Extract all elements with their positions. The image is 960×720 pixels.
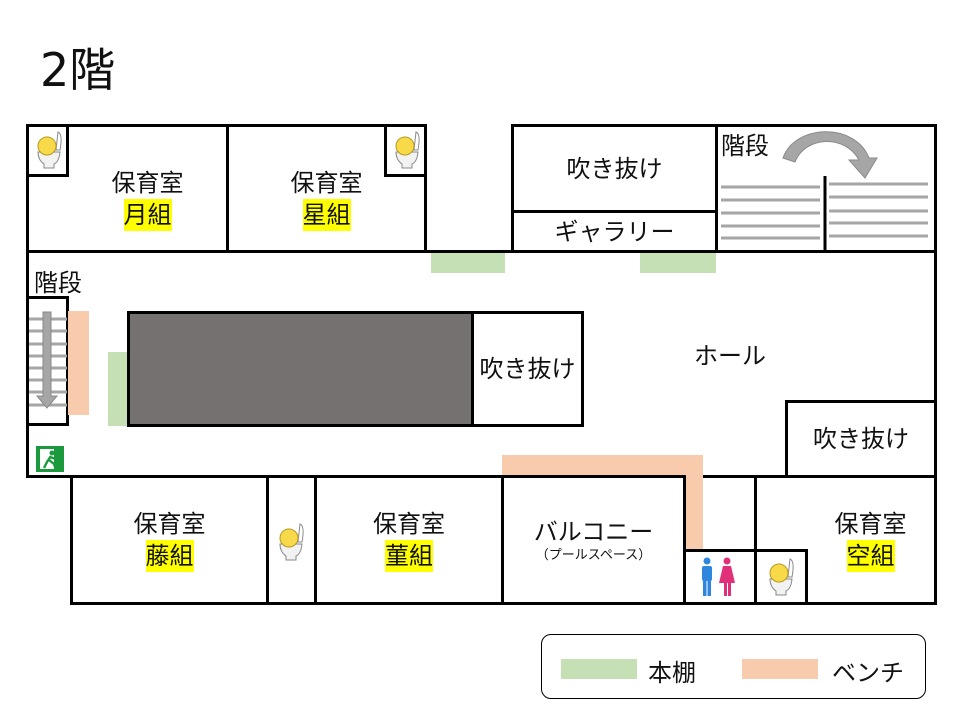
toilet-icon: [37, 131, 62, 169]
balcony[interactable]: バルコニー （プールスペース）: [501, 475, 686, 605]
stairs-left-label: 階段: [34, 269, 82, 297]
room-fuji[interactable]: 保育室 藤組: [70, 475, 269, 605]
room-group: 星組: [302, 198, 351, 231]
bench: [502, 455, 703, 476]
toilet-icon: [395, 131, 420, 169]
stairs-top-drawing: [721, 131, 928, 252]
legend: 本棚 ベンチ: [541, 634, 926, 699]
void-mid: 吹き抜け: [471, 311, 584, 427]
room-name: 保育室: [373, 510, 445, 538]
gallery-label: ギャラリー: [554, 217, 675, 246]
toilet-room: [26, 124, 69, 177]
legend-label-bench: ベンチ: [832, 659, 904, 687]
balcony-sublabel: （プールスペース）: [535, 548, 652, 563]
room-group: 菫組: [385, 540, 433, 572]
bookshelf: [640, 253, 716, 273]
room-hoshi[interactable]: 保育室 星組: [226, 124, 427, 253]
arrow-icon: [782, 131, 878, 179]
bookshelf: [108, 352, 129, 426]
legend-label-bookshelf: 本棚: [648, 659, 696, 687]
balcony-label: バルコニー: [533, 518, 654, 546]
toilet-icon: [279, 523, 304, 561]
room-name: 保育室: [290, 168, 363, 197]
room-sumire[interactable]: 保育室 菫組: [314, 475, 504, 605]
room-name: 保育室: [133, 510, 206, 538]
room-name: 保育室: [834, 510, 907, 538]
restroom-icon: [702, 557, 735, 596]
legend-swatch-bookshelf: [561, 659, 637, 679]
arrow-down-icon: [35, 311, 59, 409]
room-sora[interactable]: 保育室 空組: [754, 475, 937, 605]
void-right: 吹き抜け: [785, 400, 937, 478]
bench: [684, 455, 703, 551]
stairs-top-label: 階段: [721, 132, 769, 160]
void-top: 吹き抜け: [511, 124, 718, 213]
room-group: 空組: [846, 540, 895, 572]
hall-label: ホール: [694, 342, 766, 370]
void-label: 吹き抜け: [566, 154, 663, 183]
page-title: 2階: [40, 43, 116, 97]
bookshelf: [431, 253, 505, 273]
bench: [68, 311, 89, 415]
void-block: [127, 311, 474, 427]
room-name: 保育室: [111, 168, 184, 197]
legend-swatch-bench: [742, 659, 818, 679]
toilet-icon: [769, 558, 794, 596]
void-label: 吹き抜け: [479, 355, 576, 383]
gallery[interactable]: ギャラリー: [511, 210, 718, 253]
void-label: 吹き抜け: [813, 425, 909, 453]
room-group: 藤組: [145, 540, 194, 572]
stairs-left: [26, 296, 69, 426]
emergency-exit-icon: [36, 446, 64, 472]
stairs-left-drawing: [29, 311, 67, 409]
room-tsuki[interactable]: 保育室 月組: [26, 124, 229, 253]
toilet-room: [384, 124, 427, 177]
room-group: 月組: [123, 198, 172, 231]
